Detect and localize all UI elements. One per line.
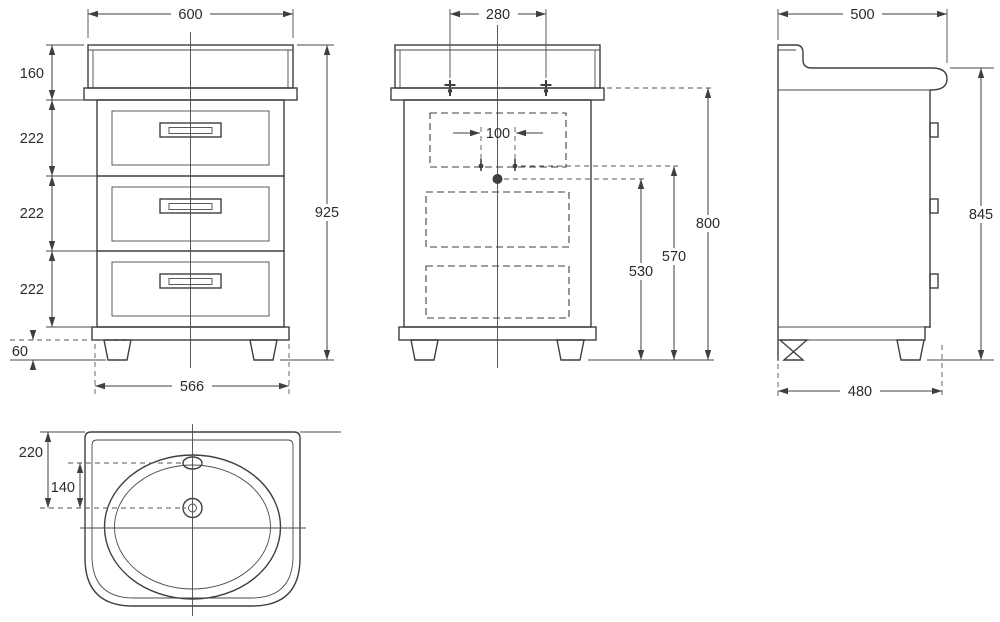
dim-front-width-bottom: 566 xyxy=(180,379,204,395)
handle-profile-2 xyxy=(929,198,939,214)
mount-bolt-left xyxy=(478,159,484,171)
dim-bolt-spacing: 100 xyxy=(486,126,510,142)
drawer-cavity-hidden-2 xyxy=(425,265,570,319)
dim-basin-drain-offset: 220 xyxy=(19,445,43,461)
drawer-cavity-hidden-1 xyxy=(425,191,570,248)
dim-front-drawer3-height: 222 xyxy=(20,282,44,298)
faucet-hole-right xyxy=(540,80,552,96)
dim-front-total-height: 925 xyxy=(315,205,339,221)
cutout-view-dimensions: 280 100 530 570 800 xyxy=(449,6,727,361)
faucet-hole-left xyxy=(444,80,456,96)
foot-left xyxy=(103,339,132,361)
foot-right xyxy=(249,339,278,361)
front-view xyxy=(83,32,298,368)
handle-profile-3 xyxy=(929,273,939,289)
basin-view-dimensions: 220 140 xyxy=(19,431,186,509)
basin-top-view xyxy=(80,424,341,616)
foot-back xyxy=(778,339,809,361)
dim-side-height: 845 xyxy=(969,207,993,223)
dim-side-depth-top: 500 xyxy=(850,7,874,23)
mount-bolt-right xyxy=(512,159,518,171)
dim-rim-height: 800 xyxy=(696,216,720,232)
basin-hidden-outline xyxy=(429,112,567,168)
dim-faucet-spacing: 280 xyxy=(486,7,510,23)
dim-front-drawer2-height: 222 xyxy=(20,206,44,222)
dim-drain-height: 530 xyxy=(629,264,653,280)
dim-front-splash-height: 160 xyxy=(20,66,44,82)
foot-front xyxy=(896,339,925,361)
dim-side-depth-bottom: 480 xyxy=(848,384,872,400)
front-view-dimensions: 600 160 222 222 222 60 925 566 xyxy=(10,6,346,397)
side-view-dimensions: 500 845 480 xyxy=(777,6,1000,400)
drain-point xyxy=(492,174,503,184)
handle-profile-1 xyxy=(929,122,939,138)
side-view xyxy=(777,44,948,361)
cutout-view xyxy=(390,25,605,368)
dim-bolt-height: 570 xyxy=(662,249,686,265)
dim-front-foot-height: 60 xyxy=(12,344,28,360)
dim-front-width-top: 600 xyxy=(178,7,202,23)
dim-basin-faucet-to-drain: 140 xyxy=(51,480,75,496)
dim-front-drawer1-height: 222 xyxy=(20,131,44,147)
